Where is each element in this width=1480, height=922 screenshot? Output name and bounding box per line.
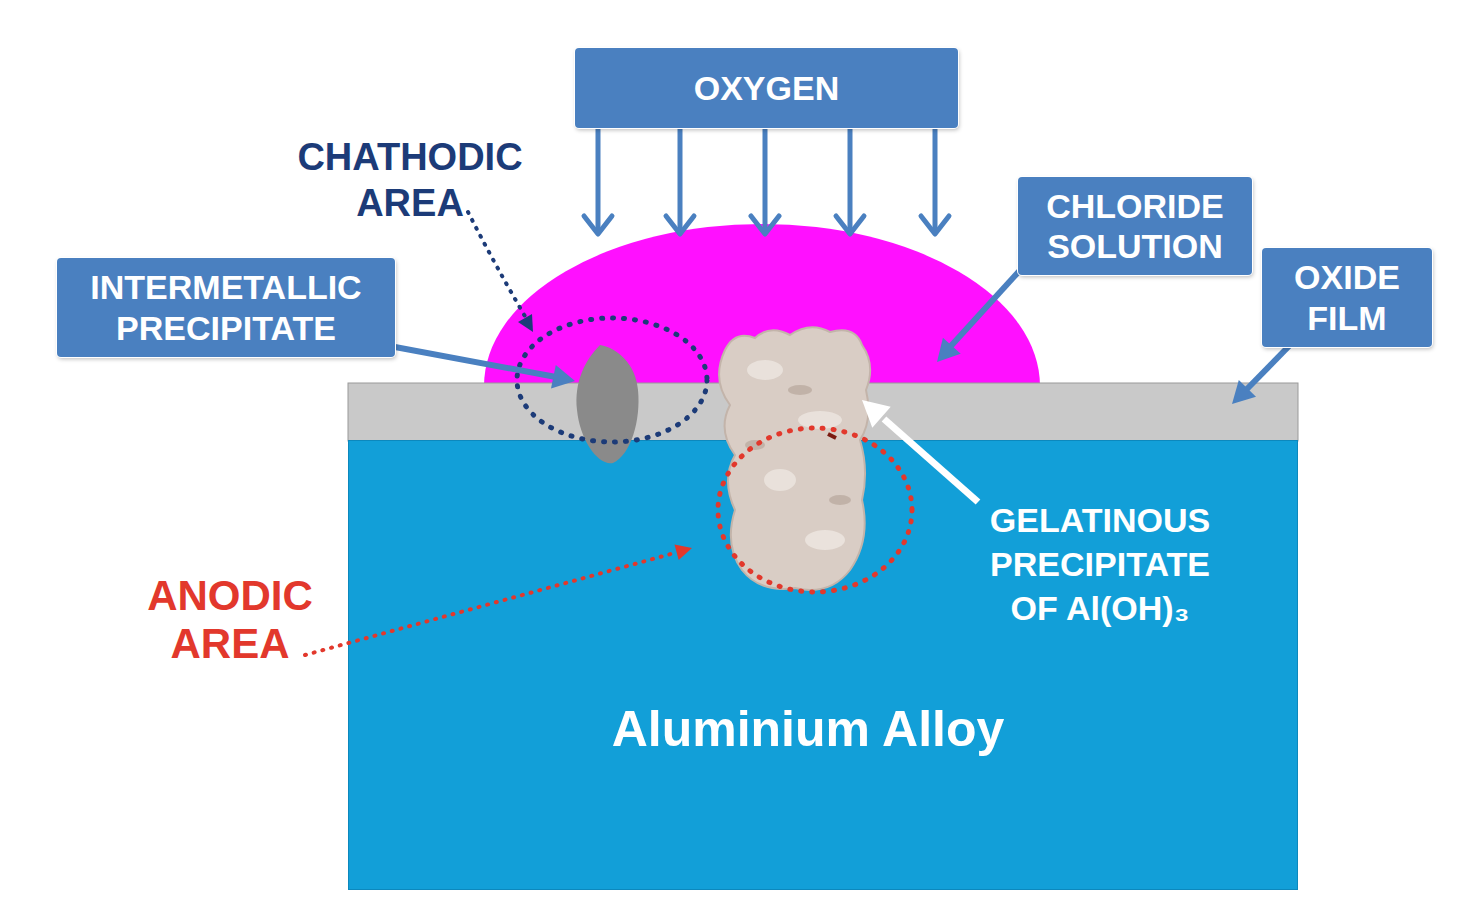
pit-mark <box>828 434 836 438</box>
box-text: Aluminium Alloy <box>349 699 1267 759</box>
arrow-head <box>862 400 891 428</box>
leader-line <box>1246 343 1292 390</box>
oxygen-arrow <box>763 128 768 232</box>
oxide-film <box>348 383 1298 441</box>
arrow-head <box>751 216 779 234</box>
leader-line <box>950 268 1022 347</box>
texture-spot <box>788 385 812 395</box>
oxygen-arrow <box>678 128 683 232</box>
precipitate-label: GELATINOUS PRECIPITATE OF Al(OH)₃ <box>968 498 1232 630</box>
callout-box: INTERMETALLIC PRECIPITATE <box>57 258 395 357</box>
oxygen-arrow <box>596 128 601 232</box>
dotted-leader <box>468 212 526 318</box>
box-text: INTERMETALLIC PRECIPITATE <box>69 267 383 347</box>
arrow-head <box>518 314 533 332</box>
texture-spot <box>798 411 842 429</box>
area-label: ANODIC AREA <box>110 572 350 668</box>
oxygen-box: OXYGEN <box>575 48 958 128</box>
texture-spot <box>747 360 783 380</box>
area-label: CHATHODIC AREA <box>290 134 530 226</box>
oxygen-arrows <box>584 128 949 234</box>
callout-box: OXIDE FILM <box>1262 248 1432 347</box>
arrow-head <box>551 365 575 389</box>
box-text: OXIDE FILM <box>1274 257 1420 337</box>
leader-line <box>395 347 556 377</box>
arrow-head <box>836 216 864 234</box>
box-text: CHLORIDE SOLUTION <box>1030 186 1240 266</box>
cathodic-zone <box>517 318 707 442</box>
callout-box: CHLORIDE SOLUTION <box>1018 177 1252 275</box>
chloride-droplet <box>484 224 1040 386</box>
arrow-head <box>937 338 961 362</box>
oxygen-arrow <box>933 128 938 232</box>
arrow-head <box>584 216 612 234</box>
arrow-head <box>1232 380 1256 404</box>
arrow-head <box>921 216 949 234</box>
box-text: OXYGEN <box>694 68 839 108</box>
arrow-head <box>666 216 694 234</box>
oxygen-arrow <box>848 128 853 232</box>
